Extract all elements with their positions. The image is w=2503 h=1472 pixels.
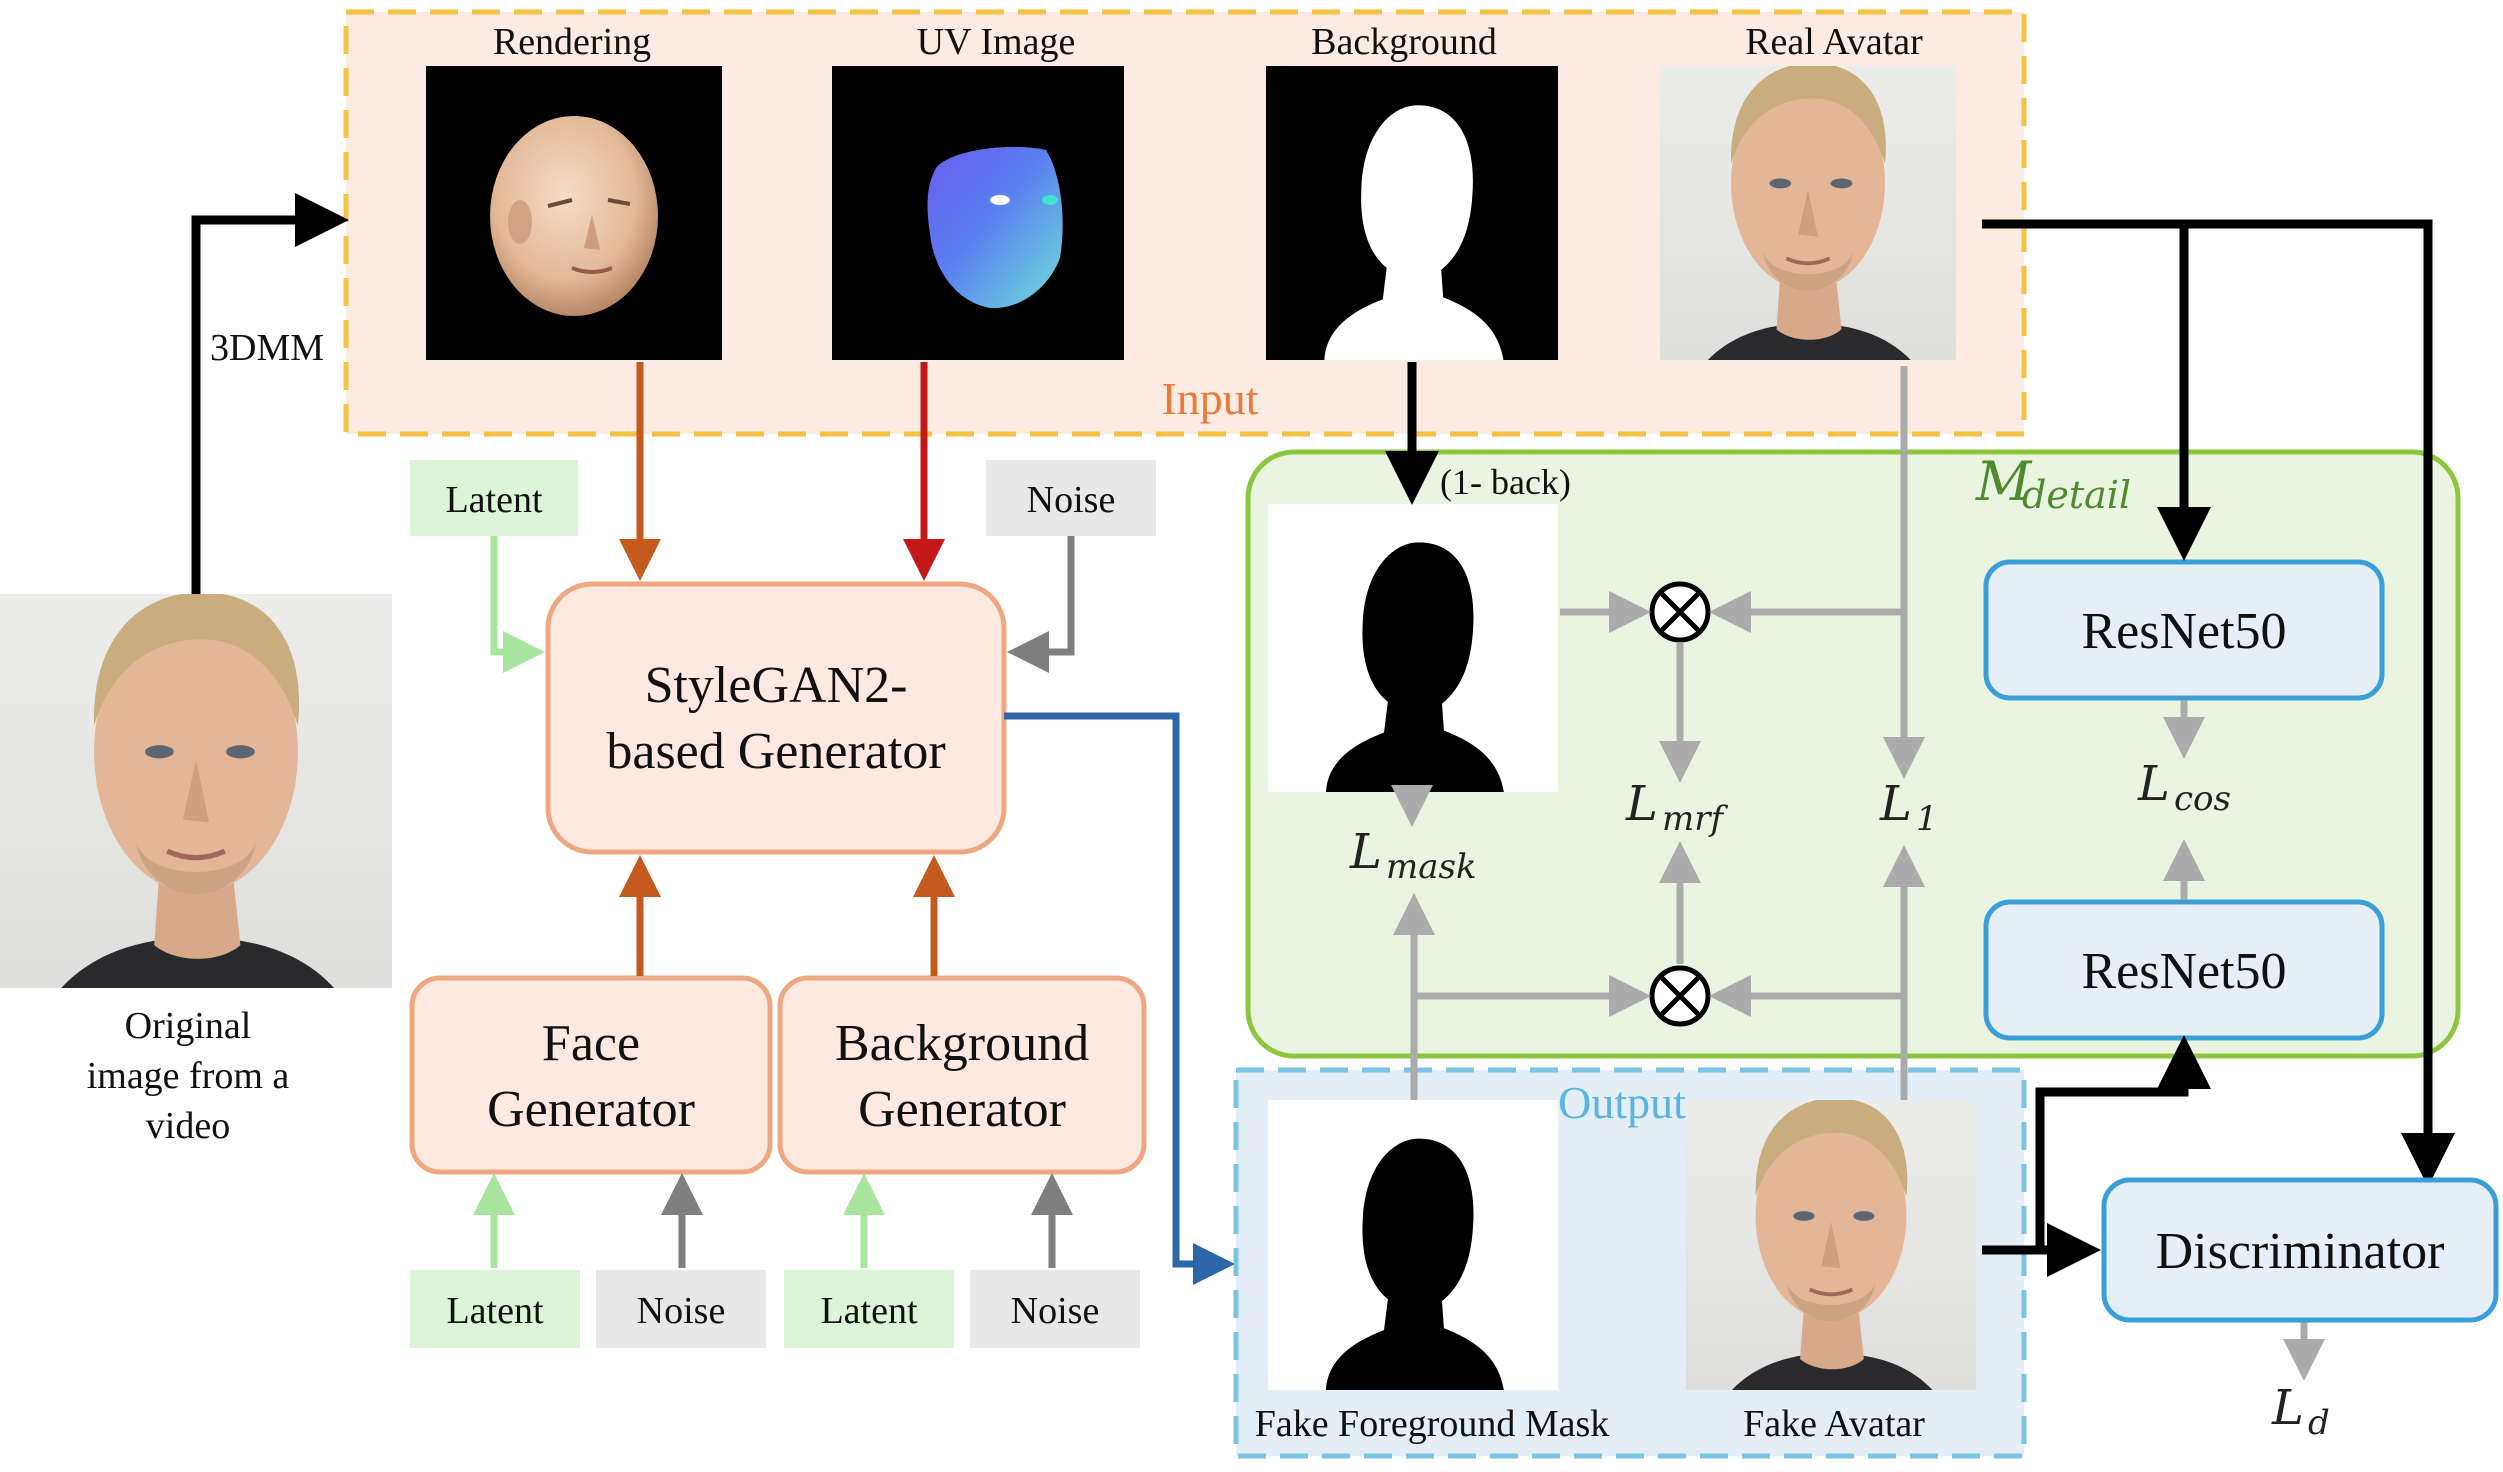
real-avatar-label: Real Avatar — [1745, 21, 1923, 63]
noise-chip-top: Noise — [986, 460, 1156, 536]
uv-image-label: UV Image — [917, 21, 1076, 63]
arrow-real-to-disc — [2184, 219, 2455, 1187]
background-label: Background — [1311, 21, 1497, 63]
original-caption-line-1: Original — [125, 1005, 252, 1047]
original-image — [0, 530, 392, 1053]
svg-text:based Generator: based Generator — [606, 723, 945, 780]
fake-avatar-image — [1686, 1052, 1976, 1439]
svg-text:Face: Face — [542, 1015, 640, 1072]
svg-text:L: L — [1879, 776, 1912, 832]
svg-text:L: L — [1349, 824, 1382, 880]
svg-text:L: L — [1625, 776, 1658, 832]
resnet50-bottom-box: ResNet50 — [1983, 899, 2385, 1041]
loss-cos: L cos — [2137, 756, 2231, 819]
background-generator-box: Background Generator — [777, 975, 1147, 1175]
svg-text:mask: mask — [1386, 847, 1477, 887]
svg-text:detail: detail — [2022, 473, 2131, 517]
svg-text:Latent: Latent — [446, 1290, 544, 1332]
svg-text:ResNet50: ResNet50 — [2081, 603, 2286, 660]
arrow-3dmm — [191, 193, 349, 594]
svg-text:Background: Background — [835, 1015, 1089, 1072]
detail-title: M detail — [1975, 450, 2131, 517]
face-noise-chip: Noise — [596, 1270, 766, 1348]
svg-text:StyleGAN2-: StyleGAN2- — [645, 657, 908, 714]
rendering-image — [426, 66, 722, 360]
multiply-bottom — [1649, 965, 1711, 1027]
latent-chip-top: Latent — [410, 460, 578, 536]
one-minus-back-label: (1- back) — [1440, 462, 1571, 502]
arrow-noise-to-stylegan — [1007, 536, 1075, 673]
fake-avatar-label: Fake Avatar — [1743, 1403, 1925, 1445]
rendering-label: Rendering — [493, 21, 651, 63]
multiply-top — [1649, 581, 1711, 643]
svg-text:Noise: Noise — [637, 1290, 726, 1332]
svg-text:M: M — [1975, 450, 2033, 513]
arrow-stylegan-to-output — [1004, 712, 1235, 1285]
original-caption-line-3: video — [146, 1105, 230, 1147]
face-latent-chip: Latent — [410, 1270, 580, 1348]
face-generator-box: Face Generator — [409, 975, 773, 1175]
discriminator-box: Discriminator — [2101, 1177, 2499, 1323]
output-title: Output — [1558, 1077, 1686, 1128]
input-title: Input — [1161, 373, 1258, 424]
uv-image — [832, 66, 1124, 360]
svg-text:L: L — [2271, 1380, 2304, 1436]
mask-image — [1268, 504, 1558, 792]
resnet50-top-box: ResNet50 — [1983, 559, 2385, 701]
loss-l1: L 1 — [1879, 776, 1938, 839]
svg-text:ResNet50: ResNet50 — [2081, 943, 2286, 1000]
original-caption-line-2: image from a — [87, 1055, 290, 1097]
svg-text:Latent: Latent — [820, 1290, 918, 1332]
arrow-latent-to-stylegan — [490, 536, 545, 673]
stylegan-generator-box: StyleGAN2- based Generator — [545, 581, 1007, 855]
bg-noise-chip: Noise — [970, 1270, 1140, 1348]
svg-text:Discriminator: Discriminator — [2156, 1223, 2445, 1280]
bg-latent-chip: Latent — [784, 1270, 954, 1348]
real-avatar-image — [1660, 16, 1956, 411]
svg-text:Noise: Noise — [1027, 479, 1116, 521]
svg-text:Latent: Latent — [445, 479, 543, 521]
svg-text:1: 1 — [1916, 799, 1938, 839]
loss-mrf: L mrf — [1625, 776, 1728, 839]
svg-text:mrf: mrf — [1662, 799, 1728, 839]
svg-text:cos: cos — [2174, 779, 2231, 819]
fake-mask-label: Fake Foreground Mask — [1255, 1403, 1610, 1445]
loss-d: L d — [2271, 1380, 2330, 1443]
edge-3dmm-label: 3DMM — [210, 327, 324, 369]
svg-text:Generator: Generator — [487, 1081, 695, 1138]
arrow-fake-to-resnet — [2035, 1035, 2211, 1250]
svg-text:d: d — [2308, 1403, 2330, 1443]
svg-text:Generator: Generator — [858, 1081, 1066, 1138]
svg-text:L: L — [2137, 756, 2170, 812]
loss-mask: L mask — [1349, 824, 1477, 887]
fake-mask-image — [1268, 1100, 1558, 1390]
background-image — [1266, 66, 1558, 360]
svg-text:Noise: Noise — [1011, 1290, 1100, 1332]
